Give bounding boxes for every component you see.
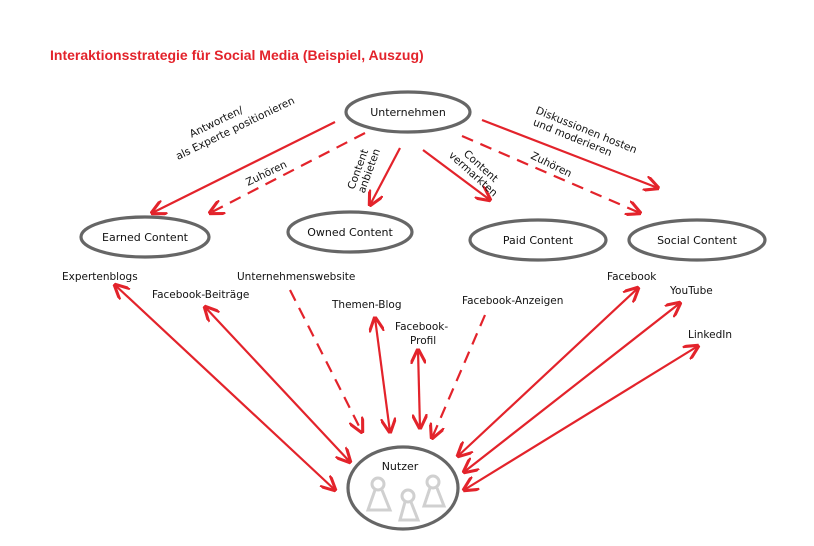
arrow-themen-blog [375,318,390,432]
arrow-unternehmenswebsite [289,289,362,432]
node-company: Unternehmen [344,90,472,134]
arrow-youtube [464,303,680,472]
node-paid-label: Paid Content [503,234,574,247]
arrow-listen-left [210,132,366,213]
channel-themen-blog: Themen-Blog [331,299,402,311]
node-social-label: Social Content [657,234,738,247]
edge-label-listen-right: Zuhören [529,150,574,180]
node-earned: Earned Content [79,215,211,259]
channel-facebook-anzeigen: Facebook-Anzeigen [462,295,563,307]
channel-youtube: YouTube [669,285,713,297]
arrow-offer [370,147,401,205]
node-owned: Owned Content [286,210,414,254]
arrow-listen-right [461,134,640,213]
arrow-facebook-beitraege [205,307,350,462]
users-icon [365,474,447,522]
diagram-title: Interaktionsstrategie für Social Media (… [50,47,424,63]
arrow-facebook-profil [418,350,420,428]
channel-facebook-profil: Facebook- Profil [395,321,451,347]
channel-expertenblogs: Expertenblogs [62,271,138,283]
edge-label-offer: Content anbieten [346,143,383,194]
channel-facebook: Facebook [607,271,657,283]
node-paid: Paid Content [468,218,608,262]
node-users-label: Nutzer [382,460,419,473]
node-company-label: Unternehmen [370,106,446,119]
node-users: Nutzer [346,445,460,531]
channel-linkedin: LinkedIn [688,329,732,341]
arrow-linkedin [464,346,698,490]
channel-unternehmenswebsite: Unternehmenswebsite [237,271,355,283]
arrow-market [422,149,490,200]
arrow-discuss [481,118,658,188]
arrow-answer [152,121,336,213]
node-owned-label: Owned Content [307,226,393,239]
channel-facebook-beitraege: Facebook-Beiträge [152,289,249,301]
arrow-facebook [458,288,638,456]
arrow-facebook-anzeigen [432,314,487,438]
node-social: Social Content [627,218,767,262]
node-earned-label: Earned Content [102,231,189,244]
